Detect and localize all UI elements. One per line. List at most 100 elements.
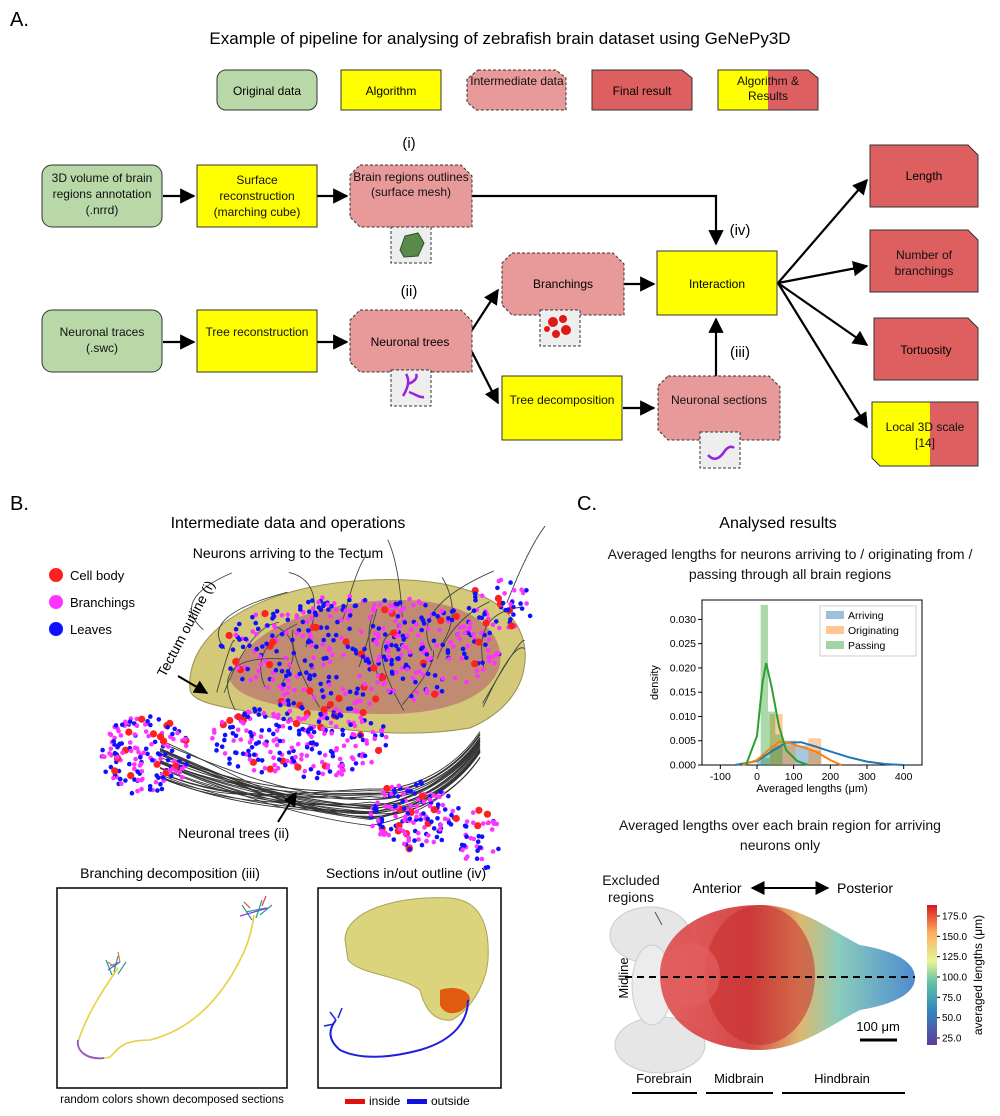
- chart-title: Averaged lengths for neurons arriving to…: [607, 546, 973, 582]
- sub1-caption: random colors shown decomposed sections: [60, 1094, 284, 1106]
- map-title: Averaged lengths over each brain region …: [619, 817, 941, 853]
- y-tick-label: 0.030: [670, 614, 696, 626]
- node-length-label: Length: [906, 169, 943, 183]
- node-branchings-label: Branchings: [533, 277, 593, 291]
- node-surface: [196, 164, 318, 228]
- colorbar-tick-label: 75.0: [942, 993, 962, 1004]
- pipeline-legend: Original data Algorithm Intermediate dat…: [216, 69, 819, 111]
- kde-arriving: [734, 741, 904, 766]
- decomposed-tuft-2: [239, 895, 273, 921]
- leaves-dot: [49, 622, 63, 636]
- legend-label-passing: Passing: [848, 640, 886, 652]
- node-decomposition: [501, 375, 623, 441]
- brain-map: [609, 905, 915, 1074]
- y-tick-label: 0.000: [670, 760, 696, 772]
- mesh-icon: [399, 232, 425, 258]
- sub2-outside-section: [329, 999, 469, 1058]
- colorbar-label: averaged lengths (μm): [971, 915, 985, 1035]
- bar-passing-1: [768, 711, 776, 765]
- node-nbranch: [869, 229, 979, 293]
- x-tick-label: 300: [858, 771, 876, 783]
- legend-swatch-arriving: [826, 611, 844, 619]
- trees-label: Neuronal trees (ii): [178, 825, 289, 841]
- kde-passing: [745, 662, 809, 766]
- legend-intermediate: [466, 69, 567, 111]
- node-tortuosity-label: Tortuosity: [900, 343, 951, 357]
- colorbar-tick-label: 50.0: [942, 1013, 962, 1024]
- node-tree-rec: [196, 309, 318, 373]
- legend-algorithm-results-label: Algorithm & Results: [736, 74, 800, 103]
- y-tick-label: 0.010: [670, 711, 696, 723]
- sections-thumbnail: [699, 431, 741, 469]
- midline-label: Midline: [616, 957, 631, 998]
- x-tick-label: 0: [754, 771, 760, 783]
- x-tick-label: 100: [785, 771, 803, 783]
- y-tick-label: 0.015: [670, 687, 696, 699]
- forebrain-region: [660, 943, 720, 1007]
- decomposed-section-purple: [76, 1039, 105, 1060]
- legend-cell-body: Cell body: [70, 568, 125, 583]
- bar-passing-0: [760, 604, 768, 765]
- x-tick-label: 400: [895, 771, 913, 783]
- posterior-label: Posterior: [837, 880, 893, 896]
- bar-originating-1: [782, 745, 796, 765]
- neuron-nodes: [99, 577, 533, 870]
- sub1-title: Branching decomposition (iii): [80, 865, 260, 881]
- bar-arriving-3: [795, 745, 809, 765]
- sub2-outside-label: outside: [431, 1094, 470, 1108]
- node-outlines: [349, 164, 473, 228]
- region-midbrain: Midbrain: [714, 1071, 764, 1086]
- x-tick-label: 200: [822, 771, 840, 783]
- inside-swatch: [345, 1099, 365, 1104]
- cell-body-dot: [49, 568, 63, 582]
- colorbar-tick-label: 125.0: [942, 952, 967, 963]
- x-axis-label: Averaged lengths (μm): [756, 783, 867, 795]
- legend-original-label: Original data: [233, 84, 301, 98]
- branchings-dot: [49, 595, 63, 609]
- legend-original-data: [216, 69, 318, 111]
- y-axis-label: density: [649, 665, 661, 700]
- legend-algorithm-label: Algorithm: [366, 84, 417, 98]
- colorbar-tick-label: 25.0: [942, 1034, 962, 1045]
- sub1-frame: [56, 887, 288, 1089]
- kde-originating: [741, 740, 842, 766]
- decomposed-section-yellow: [77, 914, 255, 1060]
- node-tree-rec-label: Tree reconstruction: [205, 325, 309, 339]
- node-branchings: [501, 252, 625, 316]
- sub2-inside-label: inside: [369, 1094, 401, 1108]
- legend-swatch-originating: [826, 626, 844, 634]
- node-traces-label: Neuronal traces (.swc): [59, 325, 145, 355]
- panel-a-letter: A.: [10, 9, 29, 31]
- node-sections-label: Neuronal sections: [670, 393, 768, 407]
- node-surface-label: Surface reconstruction (marching cube): [213, 173, 301, 219]
- legend-algorithm: [340, 69, 442, 111]
- excluded-label: Excluded regions: [602, 872, 660, 905]
- marker-ii: (ii): [401, 283, 418, 300]
- density-chart: -100 0 100 200 300 400 0.000 0.005 0.010 0.015 0.0…: [649, 599, 923, 795]
- colorbar-tick-label: 150.0: [942, 932, 967, 943]
- sub2-inside-tuft: [440, 988, 470, 1014]
- legend-label-arriving: Arriving: [848, 610, 884, 622]
- node-traces: [41, 309, 163, 373]
- scale-label: 100 μm: [856, 1019, 900, 1034]
- legend-branchings: Branchings: [70, 595, 136, 610]
- node-nbranch-label: Number of branchings: [894, 248, 954, 278]
- y-tick-label: 0.005: [670, 735, 696, 747]
- panel-a-title: Example of pipeline for analysing of zeb…: [209, 29, 790, 48]
- tree-thumbnail: [390, 369, 432, 407]
- node-length: [869, 144, 979, 208]
- pipeline-arrows: [163, 178, 869, 429]
- panel-b-subtitle: Neurons arriving to the Tectum: [193, 545, 383, 561]
- panel-c-letter: C.: [577, 493, 597, 515]
- y-tick-label: 0.025: [670, 638, 696, 650]
- bar-arriving-4: [808, 750, 822, 765]
- node-tortuosity: [873, 317, 979, 381]
- midbrain-region: [705, 905, 815, 1045]
- marker-iii: (iii): [730, 344, 750, 361]
- panel-b-letter: B.: [10, 493, 29, 515]
- section-icon: [707, 445, 735, 460]
- x-tick-label: -100: [710, 771, 731, 783]
- node-decomposition-label: Tree decomposition: [509, 393, 615, 407]
